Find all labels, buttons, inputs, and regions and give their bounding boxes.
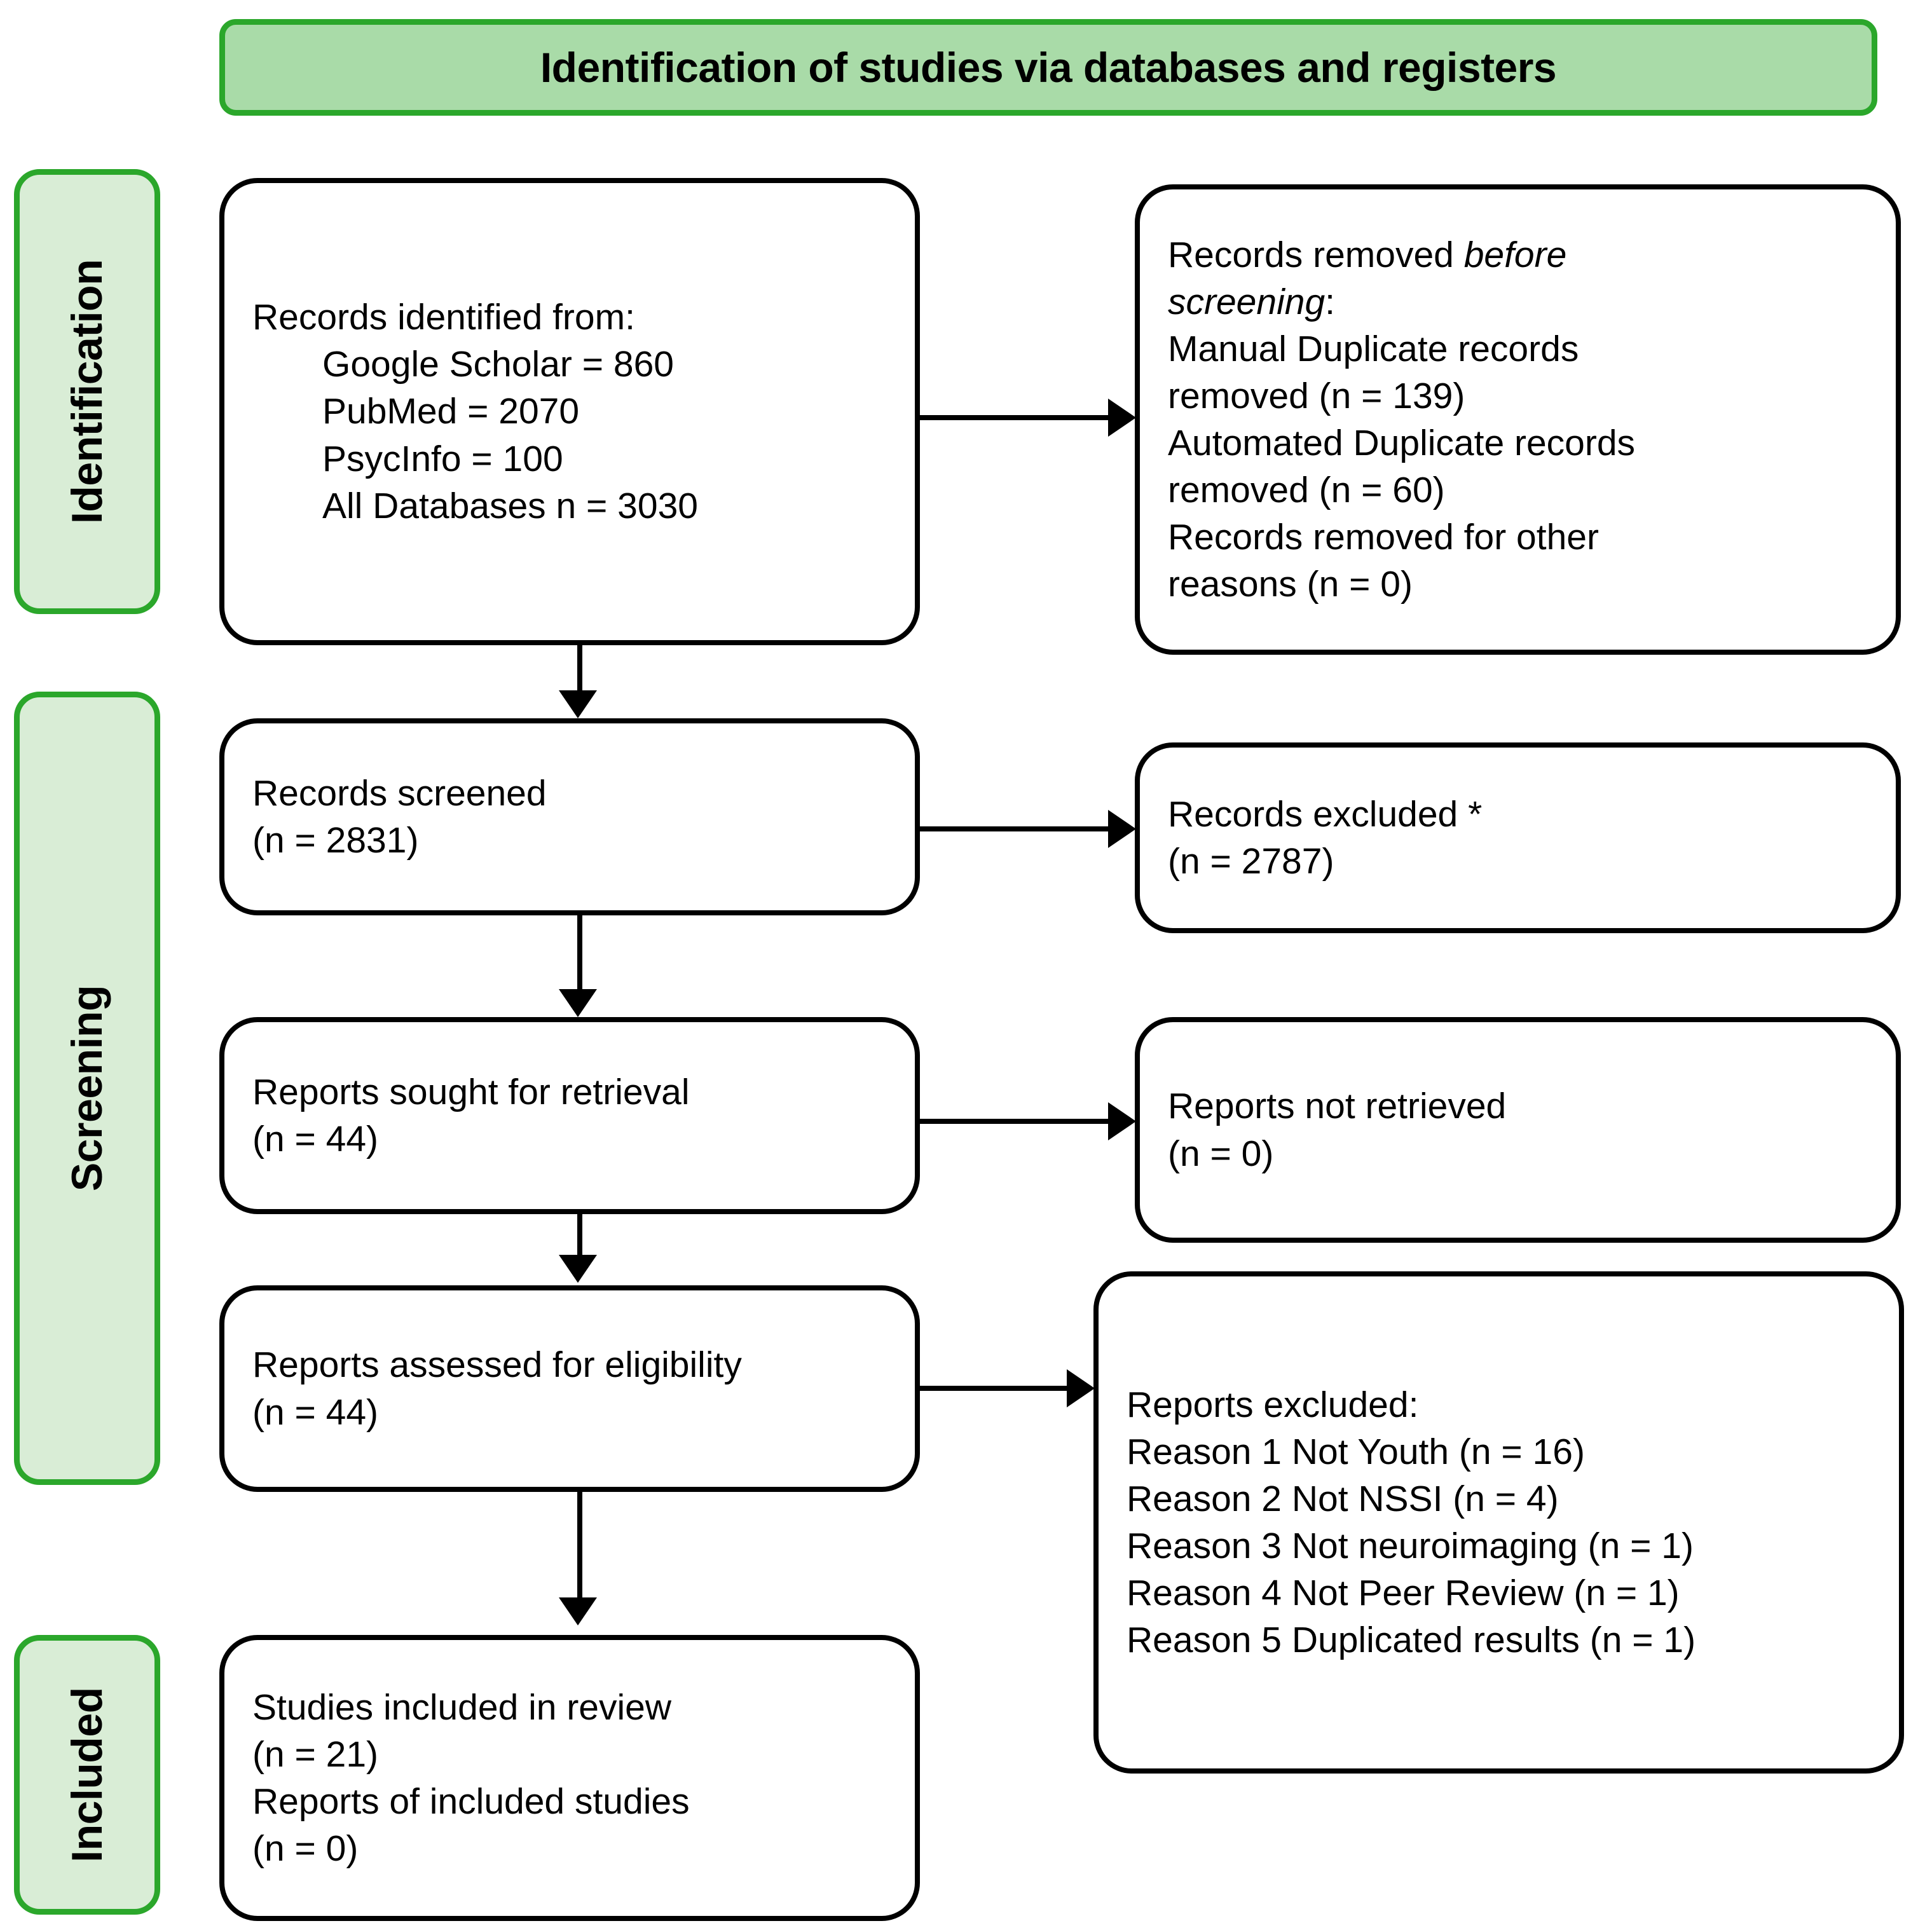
connector-sought-to-assessed-arrowhead-icon xyxy=(559,1255,597,1283)
reports-excluded-reason-4: Reason 4 Not Peer Review (n = 1) xyxy=(1127,1573,1680,1614)
records-removed-line-1-emphasis: before xyxy=(1463,234,1567,275)
studies-included-line-1: Studies included in review xyxy=(252,1686,672,1728)
reports-excluded-reason-5: Reason 5 Duplicated results (n = 1) xyxy=(1127,1620,1696,1661)
node-reports-sought-for-retrieval: Reports sought for retrieval (n = 44) xyxy=(219,1017,920,1214)
connector-assessed-to-included-line xyxy=(577,1492,582,1600)
records-removed-line-1: Records removed before xyxy=(1168,231,1868,278)
stage-label-identification: Identification xyxy=(14,169,160,614)
records-identified-line-3: PubMed = 2070 xyxy=(322,391,580,432)
connector-screened-to-excluded-arrowhead-icon xyxy=(1108,810,1136,848)
connector-sought-to-notretrieved-arrowhead-icon xyxy=(1108,1102,1136,1140)
connector-assessed-to-repexcluded-arrowhead-icon xyxy=(1067,1369,1095,1407)
records-removed-line-7: Records removed for other xyxy=(1168,517,1599,558)
stage-label-screening: Screening xyxy=(14,692,160,1485)
records-identified-line-5: All Databases n = 3030 xyxy=(322,485,698,526)
reports-excluded-reason-3: Reason 3 Not neuroimaging (n = 1) xyxy=(1127,1526,1694,1566)
studies-included-line-4: (n = 0) xyxy=(252,1828,359,1870)
node-records-excluded: Records excluded * (n = 2787) xyxy=(1135,742,1901,933)
connector-identified-to-screened-line xyxy=(577,645,582,693)
records-removed-line-2: screening: xyxy=(1168,278,1868,325)
records-identified-line-4: PsycInfo = 100 xyxy=(322,438,563,479)
reports-not-retrieved-line-1: Reports not retrieved xyxy=(1168,1086,1507,1127)
node-records-identified: Records identified from: Google Scholar … xyxy=(219,178,920,645)
connector-identified-to-removed-arrowhead-icon xyxy=(1108,399,1136,437)
reports-excluded-reason-2: Reason 2 Not NSSI (n = 4) xyxy=(1127,1478,1559,1519)
reports-assessed-line-2: (n = 44) xyxy=(252,1391,379,1433)
stage-label-screening-text: Screening xyxy=(63,985,111,1192)
connector-assessed-to-repexcluded-line xyxy=(920,1386,1069,1391)
records-identified-line-2: Google Scholar = 860 xyxy=(322,344,674,385)
records-removed-line-2-emphasis: screening xyxy=(1168,281,1326,322)
node-reports-assessed-for-eligibility: Reports assessed for eligibility (n = 44… xyxy=(219,1285,920,1492)
reports-excluded-line-1: Reports excluded: xyxy=(1127,1384,1419,1425)
node-records-removed-before-screening: Records removed before screening: Manual… xyxy=(1135,184,1901,655)
records-screened-line-2: (n = 2831) xyxy=(252,820,419,861)
connector-identified-to-screened-arrowhead-icon xyxy=(559,690,597,718)
records-removed-line-5: Automated Duplicate records xyxy=(1168,423,1636,463)
records-identified-line-1: Records identified from: xyxy=(252,297,635,338)
connector-screened-to-excluded-line xyxy=(920,826,1111,831)
records-removed-line-6: removed (n = 60) xyxy=(1168,470,1445,511)
node-reports-excluded-reasons: Reports excluded: Reason 1 Not Youth (n … xyxy=(1093,1271,1904,1774)
records-excluded-line-1: Records excluded * xyxy=(1168,793,1483,835)
connector-identified-to-removed-line xyxy=(920,415,1111,420)
reports-sought-line-1: Reports sought for retrieval xyxy=(252,1071,690,1112)
connector-screened-to-sought-line xyxy=(577,915,582,992)
reports-not-retrieved-line-2: (n = 0) xyxy=(1168,1133,1274,1174)
records-removed-line-1-prefix: Records removed xyxy=(1168,234,1464,275)
stage-label-identification-text: Identification xyxy=(63,259,112,524)
connector-sought-to-assessed-line xyxy=(577,1214,582,1257)
stage-label-included: Included xyxy=(14,1635,160,1915)
reports-assessed-line-1: Reports assessed for eligibility xyxy=(252,1344,742,1386)
records-removed-line-3: Manual Duplicate records xyxy=(1168,328,1579,369)
studies-included-line-2: (n = 21) xyxy=(252,1733,379,1775)
records-removed-line-8: reasons (n = 0) xyxy=(1168,564,1413,605)
records-removed-line-2-suffix: : xyxy=(1325,281,1335,322)
records-removed-line-4: removed (n = 139) xyxy=(1168,375,1465,416)
connector-screened-to-sought-arrowhead-icon xyxy=(559,989,597,1017)
diagram-title: Identification of studies via databases … xyxy=(540,43,1557,91)
node-studies-included: Studies included in review (n = 21) Repo… xyxy=(219,1635,920,1921)
records-screened-line-1: Records screened xyxy=(252,772,547,814)
node-records-screened: Records screened (n = 2831) xyxy=(219,718,920,915)
node-reports-not-retrieved: Reports not retrieved (n = 0) xyxy=(1135,1017,1901,1243)
studies-included-line-3: Reports of included studies xyxy=(252,1781,690,1822)
reports-sought-line-2: (n = 44) xyxy=(252,1119,379,1159)
stage-label-included-text: Included xyxy=(63,1687,112,1863)
connector-sought-to-notretrieved-line xyxy=(920,1119,1111,1124)
diagram-header-banner: Identification of studies via databases … xyxy=(219,19,1877,116)
records-excluded-line-2: (n = 2787) xyxy=(1168,841,1334,882)
connector-assessed-to-included-arrowhead-icon xyxy=(559,1597,597,1625)
reports-excluded-reason-1: Reason 1 Not Youth (n = 16) xyxy=(1127,1431,1585,1472)
